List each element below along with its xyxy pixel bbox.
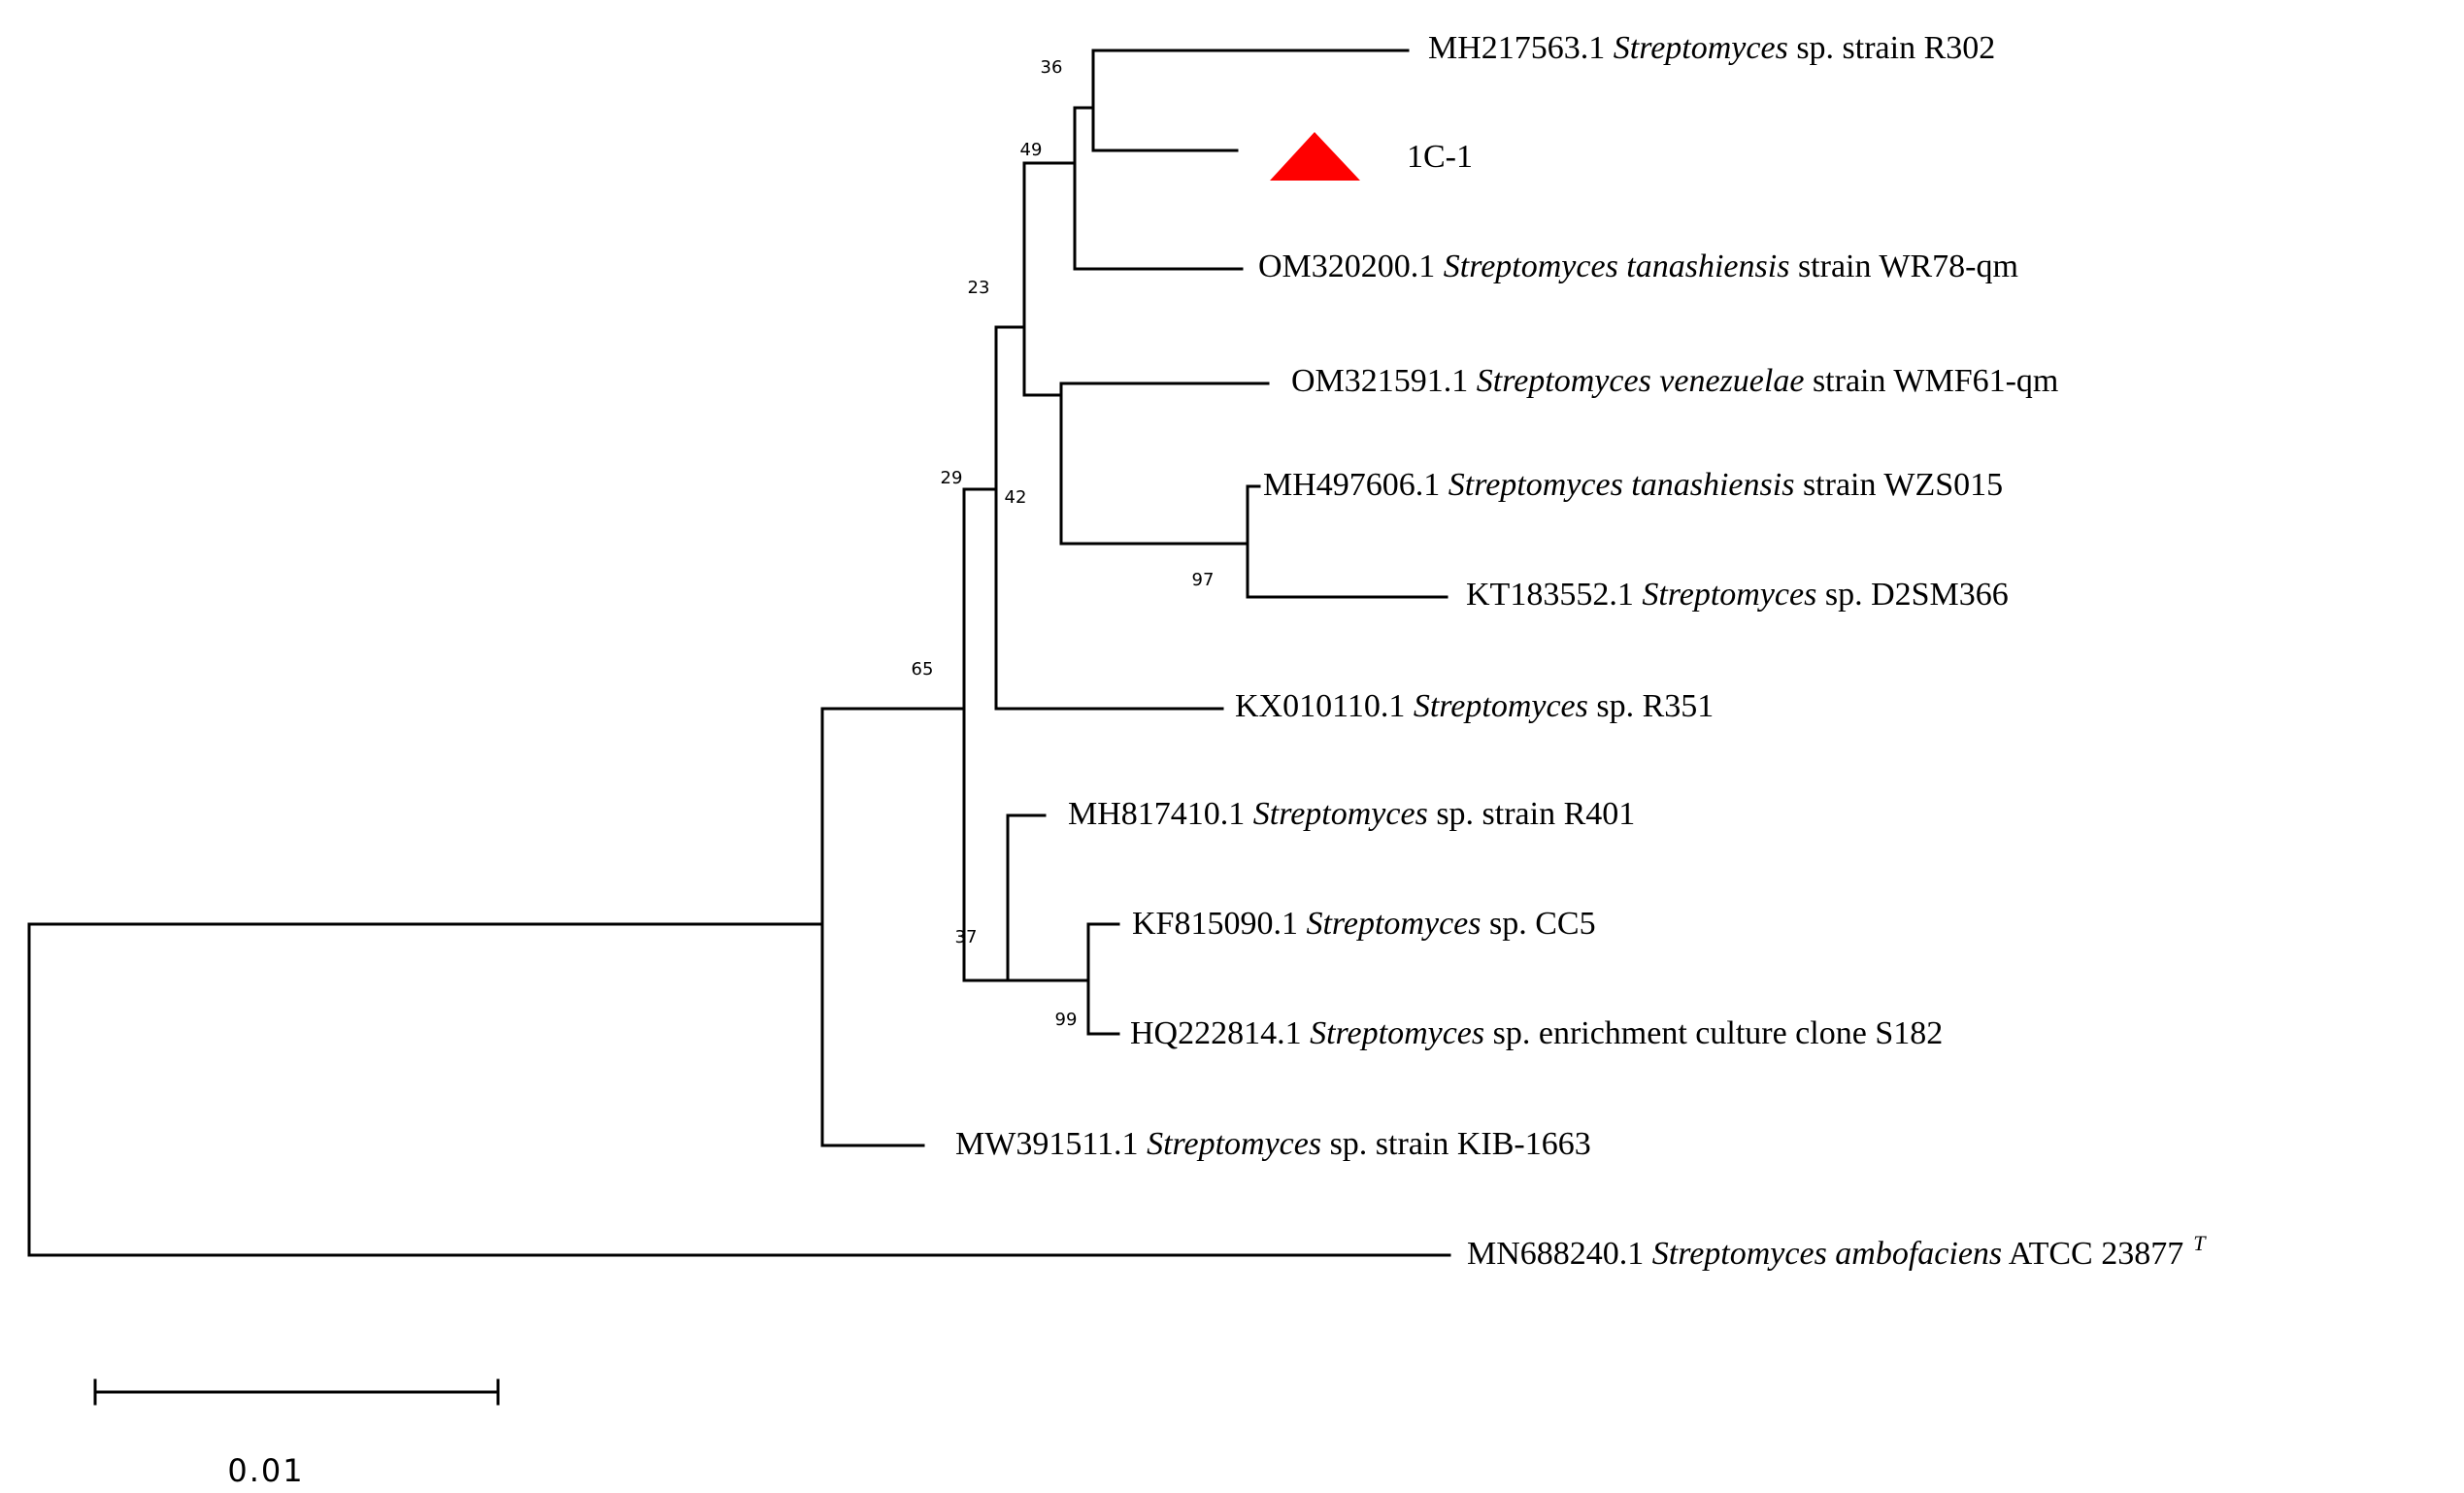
red-triangle-marker <box>1270 132 1360 181</box>
accession-number: MH497606.1 <box>1263 467 1448 503</box>
taxon-name: Streptomyces <box>1306 906 1481 942</box>
strain-text: sp. enrichment culture clone S182 <box>1484 1015 1943 1051</box>
taxon-label: HQ222814.1 Streptomyces sp. enrichment c… <box>1130 1015 1943 1051</box>
strain-text: strain WZS015 <box>1794 467 2003 503</box>
bootstrap-value: 49 <box>1020 140 1043 160</box>
accession-number: MH817410.1 <box>1068 796 1253 832</box>
bootstrap-value: 37 <box>955 927 978 947</box>
taxon-t5: MH497606.1 Streptomyces tanashiensis str… <box>1263 467 2003 503</box>
strain-text: ATCC 23877 <box>2002 1236 2183 1272</box>
strain-text: sp. strain KIB-1663 <box>1321 1126 1591 1162</box>
strain-text: sp. strain R401 <box>1428 796 1635 832</box>
taxon-name: Streptomyces tanashiensis <box>1448 467 1795 503</box>
taxon-label: MH217563.1 Streptomyces sp. strain R302 <box>1428 30 1995 66</box>
scale-bar-label: 0.01 <box>227 1452 304 1489</box>
taxon-name: Streptomyces ambofaciens <box>1652 1236 2002 1272</box>
bootstrap-value: 99 <box>1055 1010 1078 1030</box>
strain-text: sp. R351 <box>1588 688 1714 724</box>
taxon-name: Streptomyces <box>1642 577 1816 613</box>
accession-number: KT183552.1 <box>1466 577 1642 613</box>
taxon-name: Streptomyces venezuelae <box>1477 363 1805 399</box>
taxon-label: OM321591.1 Streptomyces venezuelae strai… <box>1291 363 2058 399</box>
taxon-label: MH817410.1 Streptomyces sp. strain R401 <box>1068 796 1635 832</box>
taxon-t9: KF815090.1 Streptomyces sp. CC5 <box>1132 906 1596 942</box>
type-strain-superscript: T <box>2193 1231 2207 1255</box>
taxon-label: OM320200.1 Streptomyces tanashiensis str… <box>1258 249 2018 284</box>
taxon-name: Streptomyces <box>1310 1015 1484 1051</box>
accession-number: KF815090.1 <box>1132 906 1306 942</box>
taxon-label: 1C-1 <box>1407 139 1473 175</box>
taxon-t8: MH817410.1 Streptomyces sp. strain R401 <box>1068 796 1635 832</box>
strain-text: sp. strain R302 <box>1788 30 1995 66</box>
taxon-name: Streptomyces <box>1414 688 1588 724</box>
taxon-label: MN688240.1 Streptomyces ambofaciens ATCC… <box>1467 1231 2207 1272</box>
taxon-t7: KX010110.1 Streptomyces sp. R351 <box>1235 688 1714 724</box>
bootstrap-value: 36 <box>1041 57 1063 78</box>
taxon-name: Streptomyces <box>1253 796 1428 832</box>
bootstrap-value: 97 <box>1192 570 1215 590</box>
taxon-label: MW391511.1 Streptomyces sp. strain KIB-1… <box>955 1126 1591 1162</box>
taxon-labels: MH217563.1 Streptomyces sp. strain R302 1… <box>955 30 2207 1272</box>
taxon-label: KX010110.1 Streptomyces sp. R351 <box>1235 688 1714 724</box>
taxon-label: KF815090.1 Streptomyces sp. CC5 <box>1132 906 1596 942</box>
strain-text: strain WMF61-qm <box>1804 363 2058 399</box>
accession-number: KX010110.1 <box>1235 688 1414 724</box>
bootstrap-value: 65 <box>912 659 934 680</box>
strain-text: sp. D2SM366 <box>1816 577 2008 613</box>
taxon-t4: OM321591.1 Streptomyces venezuelae strai… <box>1291 363 2058 399</box>
taxon-t3: OM320200.1 Streptomyces tanashiensis str… <box>1258 249 2018 284</box>
taxon-t12: MN688240.1 Streptomyces ambofaciens ATCC… <box>1467 1231 2207 1272</box>
accession-number: OM320200.1 <box>1258 249 1444 284</box>
bootstrap-value: 29 <box>941 468 963 488</box>
taxon-name: Streptomyces tanashiensis <box>1444 249 1790 284</box>
bootstrap-value: 23 <box>968 278 990 298</box>
accession-number: MW391511.1 <box>955 1126 1147 1162</box>
taxon-name: Streptomyces <box>1614 30 1788 66</box>
taxon-label: KT183552.1 Streptomyces sp. D2SM366 <box>1466 577 2009 613</box>
taxon-label: MH497606.1 Streptomyces tanashiensis str… <box>1263 467 2003 503</box>
strain-text: sp. CC5 <box>1481 906 1595 942</box>
bootstrap-value: 42 <box>1005 487 1027 508</box>
accession-number: MH217563.1 <box>1428 30 1614 66</box>
taxon-t1: MH217563.1 Streptomyces sp. strain R302 <box>1428 30 1995 66</box>
scale-bar: 0.01 <box>93 1378 500 1489</box>
taxon-t11: MW391511.1 Streptomyces sp. strain KIB-1… <box>955 1126 1591 1162</box>
taxon-name: Streptomyces <box>1147 1126 1321 1162</box>
strain-text: 1C-1 <box>1407 139 1473 175</box>
taxon-t2: 1C-1 <box>1270 132 1473 181</box>
tree-branches <box>27 49 1451 1257</box>
accession-number: HQ222814.1 <box>1130 1015 1310 1051</box>
taxon-t6: KT183552.1 Streptomyces sp. D2SM366 <box>1466 577 2009 613</box>
strain-text: strain WR78-qm <box>1789 249 2017 284</box>
bootstrap-values: 36 49 23 29 42 97 65 37 99 <box>912 57 1215 1030</box>
accession-number: MN688240.1 <box>1467 1236 1652 1272</box>
taxon-t10: HQ222814.1 Streptomyces sp. enrichment c… <box>1130 1015 1943 1051</box>
accession-number: OM321591.1 <box>1291 363 1477 399</box>
